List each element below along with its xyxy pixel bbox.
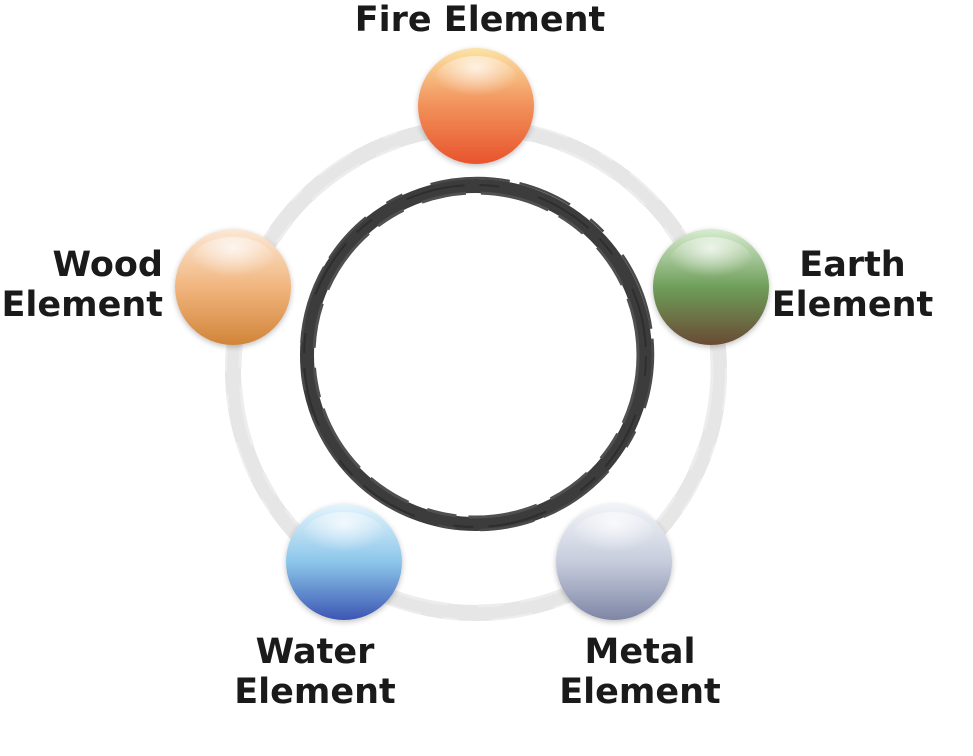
water-element-label: Water Element [225,632,405,712]
earth-element-label: Earth Element [770,245,935,325]
metal-element-label: Metal Element [550,632,730,712]
water-label-line-2: Element [234,672,396,712]
water-label-line-1: Water [255,632,375,672]
fire-element-label: Fire Element [330,0,630,40]
wood-element-label: Wood Element [0,245,164,325]
metal-label-line-2: Element [559,672,721,712]
metal-element-sphere [556,504,672,620]
water-element-sphere [286,504,402,620]
earth-label-line-2: Element [771,285,934,325]
wood-element-sphere [175,229,291,345]
fire-element-sphere [418,48,534,164]
fire-label-line-1: Fire Element [354,0,606,40]
metal-label-line-1: Metal [584,632,696,672]
earth-element-sphere [653,229,769,345]
earth-label-line-1: Earth [799,245,906,285]
inner-center-ring [299,176,655,532]
wood-label-line-1: Wood [52,245,163,285]
wood-label-line-2: Element [1,285,164,325]
